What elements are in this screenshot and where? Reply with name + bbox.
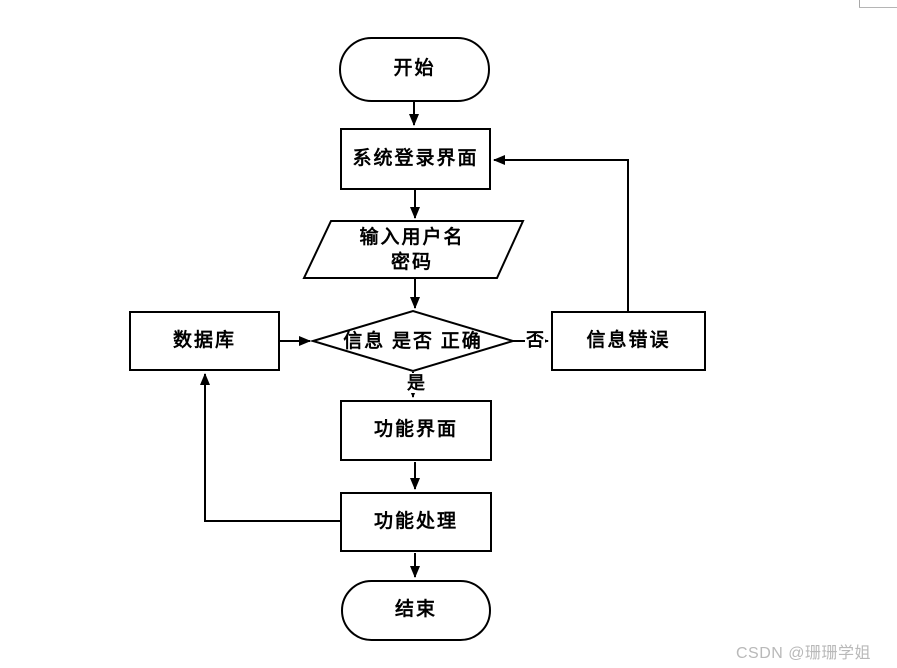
edge-error-to-login: [493, 155, 629, 311]
edge-label-no: 否: [525, 330, 545, 350]
node-error-label: 信息错误: [586, 329, 671, 351]
node-database: 数据库: [129, 311, 280, 371]
node-start: 开始: [339, 37, 490, 102]
node-function-ui-label: 功能界面: [373, 419, 458, 441]
node-function-process-label: 功能处理: [373, 510, 458, 532]
node-function-ui: 功能界面: [340, 400, 492, 461]
node-input-label-line2: 密码: [390, 252, 433, 273]
node-database-label: 数据库: [172, 329, 236, 351]
corner-border-horizontal: [859, 7, 897, 8]
node-decision-label: 信息 是否 正确: [343, 330, 483, 352]
node-function-process: 功能处理: [340, 492, 492, 552]
node-error: 信息错误: [551, 311, 706, 371]
node-end-label: 结束: [394, 599, 437, 621]
edge-label-yes: 是: [406, 373, 426, 393]
node-end: 结束: [341, 580, 491, 641]
node-login-label: 系统登录界面: [352, 147, 479, 169]
node-input-label: 输入用户名 密码: [314, 224, 510, 276]
node-input-label-line1: 输入用户名: [359, 227, 465, 248]
corner-border-vertical: [859, 0, 860, 8]
node-login: 系统登录界面: [340, 128, 491, 190]
edge-function-process-to-database: [200, 373, 340, 522]
csdn-watermark: CSDN @珊珊学姐: [736, 645, 872, 662]
node-start-label: 开始: [393, 58, 436, 80]
